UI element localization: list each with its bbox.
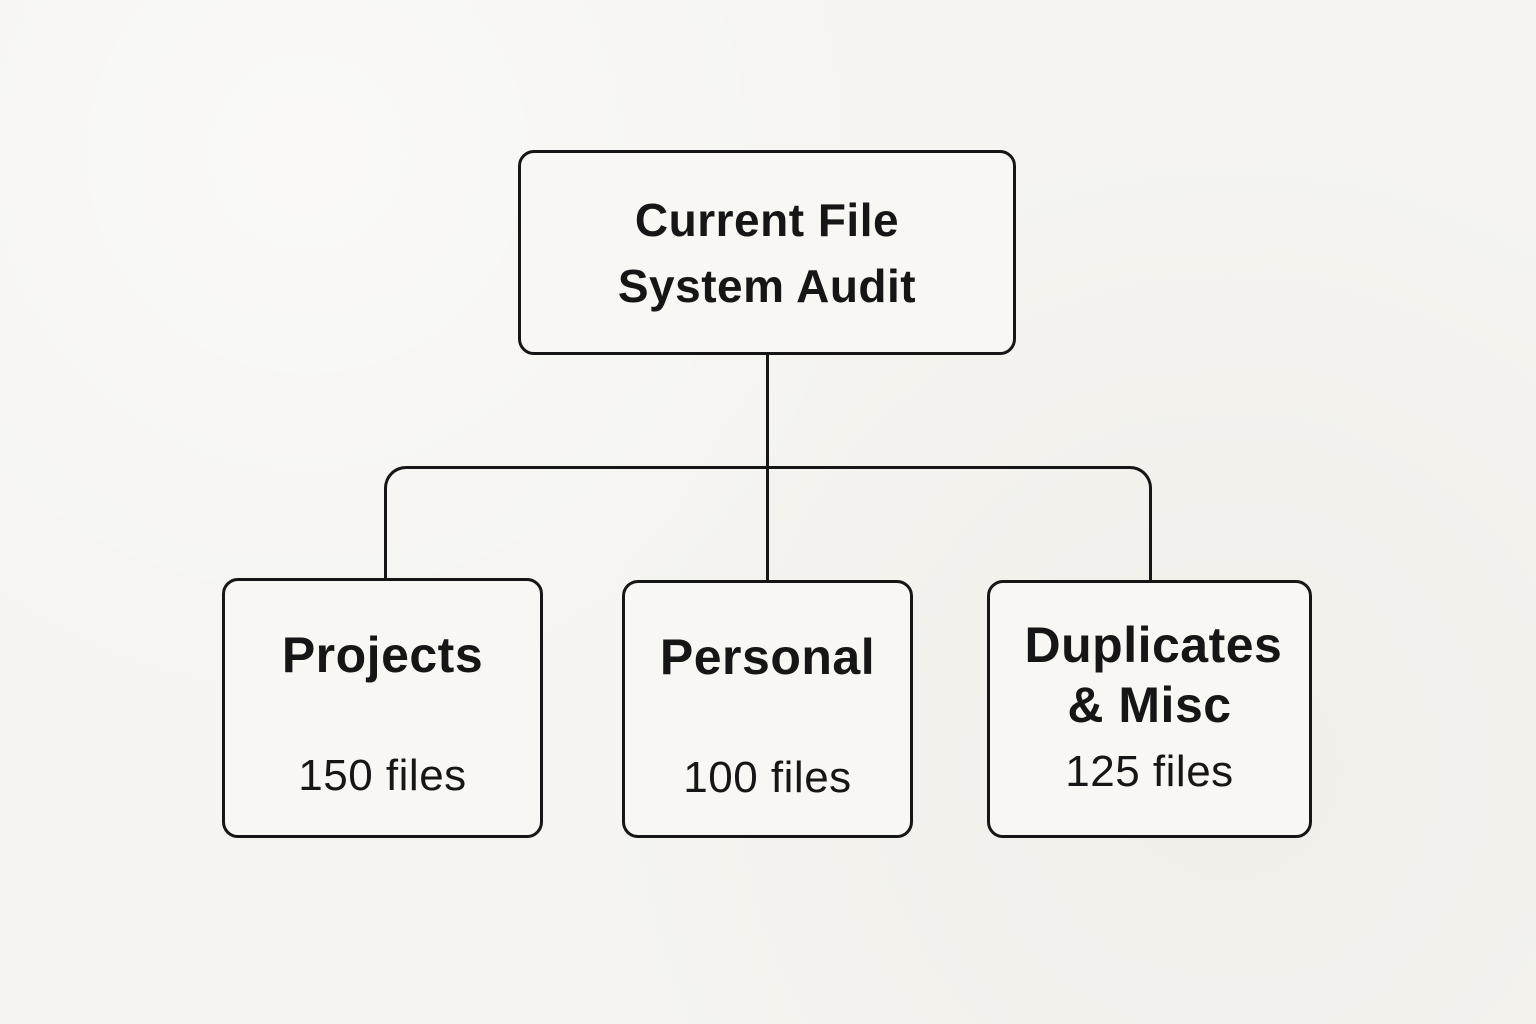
node-file-count: 125 files [1065, 747, 1234, 796]
node-label: Personal [659, 629, 876, 685]
node-file-count: 100 files [683, 753, 852, 802]
node-label: Duplicates & Misc [1024, 617, 1283, 733]
node-duplicates-and-misc: Duplicates & Misc 125 files [987, 580, 1312, 838]
node-personal: Personal 100 files [622, 580, 913, 838]
node-label: Current File System Audit [617, 193, 917, 312]
node-label: Projects [281, 627, 484, 683]
node-root-current-file-system-audit: Current File System Audit [518, 150, 1016, 355]
node-projects: Projects 150 files [222, 578, 543, 838]
connector-branch-rail [384, 466, 1152, 580]
node-file-count: 150 files [298, 751, 467, 800]
